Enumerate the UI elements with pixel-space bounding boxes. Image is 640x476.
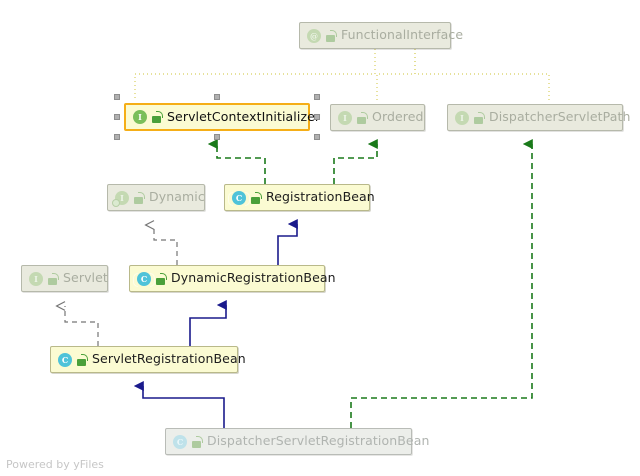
yfiles-watermark: Powered by yFiles xyxy=(6,458,104,471)
node-label: FunctionalInterface xyxy=(341,27,464,43)
edge-annotation-functionalinterface-ordered[interactable] xyxy=(376,49,416,102)
abstract-class-icon: C xyxy=(228,190,250,206)
selection-handle-top-left[interactable] xyxy=(114,94,120,100)
unlocked-public-icon xyxy=(77,353,88,366)
selection-handle-bottom-center[interactable] xyxy=(214,134,220,140)
edge-generalization-servletregistrationbean-dynamicregistrationbean[interactable] xyxy=(189,300,227,346)
unlocked-public-icon xyxy=(156,272,167,285)
node-servlet[interactable]: I Servlet xyxy=(21,265,108,292)
selection-handle-top-center[interactable] xyxy=(214,94,220,100)
edge-dependency-servletregistrationbean-servlet[interactable] xyxy=(65,306,99,346)
interface-icon: I xyxy=(455,110,469,125)
unlocked-public-icon xyxy=(152,111,163,123)
node-label: Servlet xyxy=(63,270,108,286)
node-functional-interface[interactable]: @ FunctionalInterface xyxy=(299,22,463,49)
edge-generalization-dynamicregistrationbean-registrationbean[interactable] xyxy=(277,219,298,265)
node-registration-bean[interactable]: C RegistrationBean xyxy=(224,184,375,211)
class-icon: C xyxy=(58,352,72,367)
interface-icon: I xyxy=(133,110,147,124)
unlocked-public-icon xyxy=(357,111,368,124)
node-label: DispatcherServletPath xyxy=(489,109,631,125)
interface-icon: I xyxy=(338,110,352,125)
node-dispatcher-servlet-path[interactable]: I DispatcherServletPath xyxy=(447,104,630,131)
edge-annotation-functionalinterface-dispatcherservletpath[interactable] xyxy=(414,49,550,102)
selection-handle-middle-left[interactable] xyxy=(114,114,120,120)
node-dynamic-registration-bean[interactable]: C DynamicRegistrationBean xyxy=(129,265,336,292)
node-ordered[interactable]: I Ordered xyxy=(330,104,425,131)
selection-handle-middle-right[interactable] xyxy=(314,114,320,120)
interface-icon: I xyxy=(29,271,43,286)
unlocked-public-icon xyxy=(48,272,59,285)
selection-handle-top-right[interactable] xyxy=(314,94,320,100)
edge-realization-dispatcherservletregistrationbean-dispatcherservletpath[interactable] xyxy=(350,139,533,428)
selection-handle-bottom-right[interactable] xyxy=(314,134,320,140)
selection-handle-bottom-left[interactable] xyxy=(114,134,120,140)
node-servlet-context-initializer[interactable]: I ServletContextInitializer xyxy=(124,103,320,131)
node-label: Dynamic xyxy=(149,189,205,205)
node-label: RegistrationBean xyxy=(266,189,375,205)
unlocked-public-icon xyxy=(251,191,262,204)
node-label: DynamicRegistrationBean xyxy=(171,270,336,286)
edge-realization-registrationbean-ordered[interactable] xyxy=(333,139,378,184)
edge-annotation-functionalinterface-servletcontextinitializer[interactable] xyxy=(134,49,376,101)
class-icon: C xyxy=(173,434,187,449)
annotation-icon: @ xyxy=(307,28,321,43)
nested-interface-icon: I xyxy=(112,190,129,207)
abstract-class-icon: C xyxy=(133,271,155,287)
node-label: ServletContextInitializer xyxy=(167,108,321,124)
node-servlet-registration-bean[interactable]: C ServletRegistrationBean xyxy=(50,346,246,373)
node-label: DispatcherServletRegistrationBean xyxy=(207,433,430,449)
node-label: Ordered xyxy=(372,109,424,125)
unlocked-public-icon xyxy=(134,191,145,204)
node-dispatcher-servlet-registration-bean[interactable]: C DispatcherServletRegistrationBean xyxy=(165,428,429,455)
unlocked-public-icon xyxy=(326,29,337,42)
unlocked-public-icon xyxy=(192,435,203,448)
edge-dependency-dynamicregistrationbean-dynamic[interactable] xyxy=(154,225,178,265)
edge-generalization-dispatcherservletregistrationbean-servletregistrationbean[interactable] xyxy=(133,381,225,428)
node-dynamic[interactable]: I Dynamic xyxy=(107,184,205,211)
node-label: ServletRegistrationBean xyxy=(92,351,246,367)
edge-realization-registrationbean-servletcontextinitializer[interactable] xyxy=(207,139,266,184)
unlocked-public-icon xyxy=(474,111,485,124)
